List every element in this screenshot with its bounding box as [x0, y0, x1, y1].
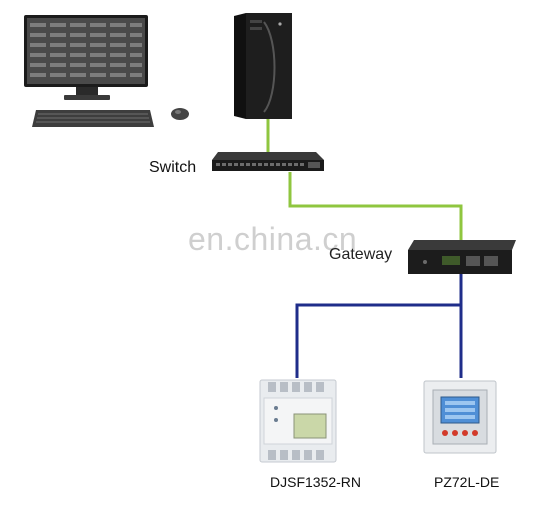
switch-label: Switch — [149, 159, 197, 176]
link-bus-meter1 — [295, 303, 461, 378]
link-switch-gateway — [288, 172, 463, 240]
meter2-label: PZ72L-DE — [434, 474, 500, 490]
mouse-icon — [171, 108, 189, 120]
gateway-icon — [408, 240, 516, 274]
gateway-label: Gateway — [329, 246, 393, 263]
server-tower-icon — [234, 13, 292, 119]
monitor-icon — [24, 15, 148, 100]
panel-meter-icon — [423, 380, 497, 454]
keyboard-icon — [32, 110, 154, 127]
watermark-text: en.china.cn — [188, 221, 358, 257]
meter1-label: DJSF1352-RN — [270, 474, 362, 490]
connection-lines — [266, 118, 463, 378]
network-switch-icon — [212, 152, 324, 171]
din-rail-meter-icon — [259, 379, 337, 463]
